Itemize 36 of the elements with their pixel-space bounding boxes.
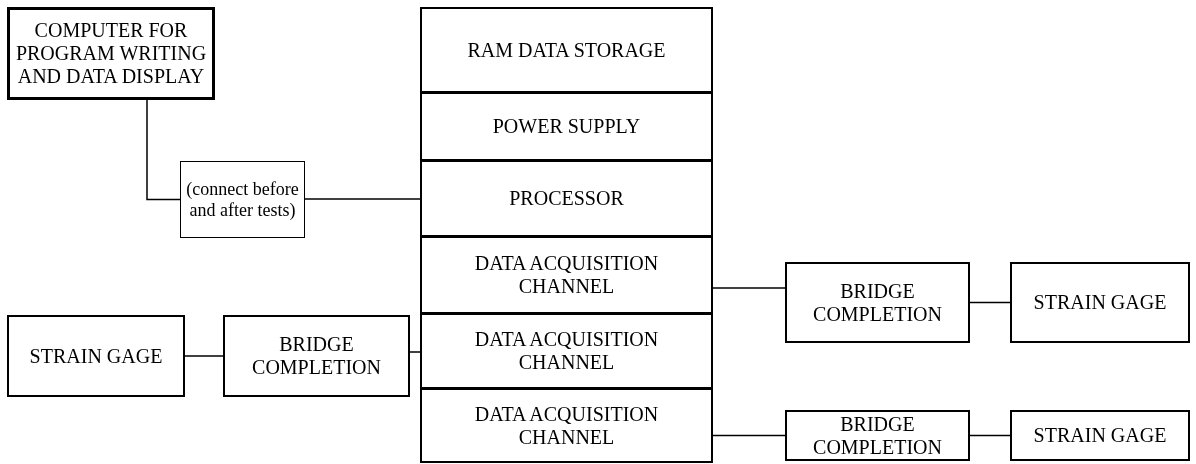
connector-line bbox=[969, 434, 1011, 437]
block-label: DATA ACQUISITION CHANNEL bbox=[473, 328, 660, 374]
block-box bbox=[1010, 262, 1190, 343]
block-box bbox=[420, 236, 713, 314]
connector-line bbox=[409, 351, 421, 353]
block-label: DATA ACQUISITION CHANNEL bbox=[473, 252, 660, 298]
block-box bbox=[420, 388, 713, 463]
connector-line bbox=[712, 434, 786, 437]
block-label: (connect before and after tests) bbox=[185, 178, 300, 221]
connector-line bbox=[184, 355, 224, 357]
block-box bbox=[1010, 410, 1190, 461]
block-box bbox=[180, 161, 305, 238]
connector-line bbox=[146, 99, 181, 201]
block-box bbox=[420, 313, 713, 389]
block-label: COMPUTER FOR PROGRAM WRITING AND DATA DISPLAY bbox=[14, 19, 208, 88]
block-box bbox=[420, 160, 713, 237]
block-box bbox=[785, 262, 970, 343]
block-label: DATA ACQUISITION CHANNEL bbox=[473, 402, 660, 449]
block-label: BRIDGE COMPLETION bbox=[251, 333, 382, 379]
block-label: BRIDGE COMPLETION bbox=[812, 279, 943, 326]
block-label: BRIDGE COMPLETION bbox=[812, 412, 943, 459]
block-label: STRAIN GAGE bbox=[1032, 424, 1168, 447]
block-box bbox=[7, 7, 215, 100]
connector-line bbox=[712, 287, 786, 289]
block-label: PROCESSOR bbox=[508, 187, 625, 210]
connector-line bbox=[969, 301, 1011, 304]
block-label: STRAIN GAGE bbox=[28, 344, 164, 368]
block-label: POWER SUPPLY bbox=[491, 115, 642, 138]
block-box bbox=[420, 7, 713, 93]
block-label: STRAIN GAGE bbox=[1032, 291, 1168, 314]
block-box bbox=[785, 410, 970, 461]
block-box bbox=[223, 315, 410, 397]
block-label: RAM DATA STORAGE bbox=[466, 38, 667, 62]
block-box bbox=[7, 315, 185, 397]
block-box bbox=[420, 92, 713, 161]
connector-line bbox=[304, 198, 421, 200]
